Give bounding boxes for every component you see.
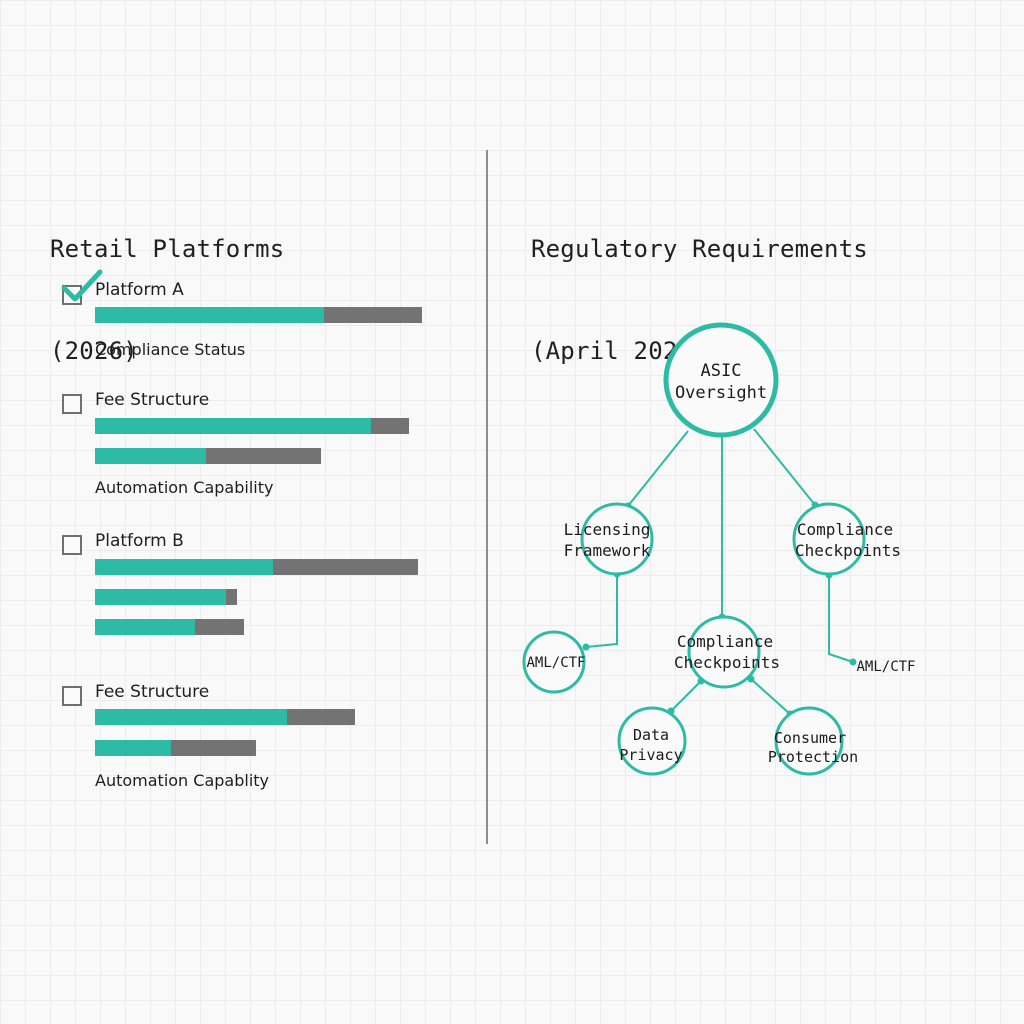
checkbox-fee-structure-1[interactable]	[62, 394, 82, 414]
node-labels: ASIC Oversight Licensing Framework Compl…	[526, 361, 915, 766]
bar-fill	[95, 619, 195, 635]
label-aml-right: AML/CTF	[856, 659, 915, 675]
bar-fill	[95, 418, 372, 434]
bar-fill	[95, 448, 206, 464]
item-label-platform-b: Platform B	[95, 531, 184, 551]
checkbox-platform-b[interactable]	[62, 535, 82, 555]
panel-divider	[486, 150, 488, 844]
label-data-privacy-1: Data	[633, 726, 669, 744]
diagram-nodes	[522, 322, 866, 776]
bar-fill	[95, 709, 288, 725]
label-consumer-2: Protection	[768, 748, 858, 766]
label-licensing-1: Licensing	[564, 520, 651, 539]
node-asic-oversight[interactable]	[663, 322, 779, 438]
checkbox-fee-structure-2[interactable]	[62, 686, 82, 706]
connector-compliance-data-privacy	[670, 680, 702, 712]
connector-compliance-top-aml-right	[828, 575, 854, 663]
node-compliance-checkpoints-top[interactable]	[792, 502, 866, 576]
bar-fee-structure-2-1	[95, 709, 355, 725]
bar-fill	[95, 559, 273, 575]
connector-licensing-aml-left	[585, 574, 618, 648]
dot	[582, 643, 590, 651]
checkmark-icon	[61, 269, 103, 302]
right-title-line-1: Regulatory Requirements	[531, 235, 868, 263]
bar-fill	[95, 740, 171, 756]
left-title-line-1: Retail Platforms	[50, 235, 285, 263]
label-licensing-2: Framework	[564, 541, 651, 560]
label-compliance-mid-2: Checkpoints	[674, 653, 780, 672]
item-label-fee-structure-1: Fee Structure	[95, 390, 210, 410]
caption-compliance-status: Compliance Status	[95, 340, 246, 359]
node-compliance-checkpoints-mid[interactable]	[687, 615, 761, 689]
connector-root-licensing	[627, 430, 689, 507]
caption-automation-capability-1: Automation Capability	[95, 478, 274, 497]
bar-platform-b-3	[95, 619, 244, 635]
label-root-2: Oversight	[675, 383, 767, 403]
label-compliance-mid-1: Compliance	[677, 632, 773, 651]
label-data-privacy-2: Privacy	[619, 746, 682, 764]
connector-compliance-consumer	[750, 678, 791, 715]
connector-root-compliance-top	[753, 428, 816, 506]
label-aml-left: AML/CTF	[526, 655, 585, 671]
label-compliance-top-2: Checkpoints	[795, 541, 901, 560]
bar-fee-structure-2-2	[95, 740, 256, 756]
label-root-1: ASIC	[701, 361, 742, 381]
label-compliance-top-1: Compliance	[797, 520, 893, 539]
caption-automation-capability-2: Automation Capablity	[95, 771, 269, 790]
bar-platform-b-2	[95, 589, 237, 605]
node-licensing-framework[interactable]	[580, 502, 654, 576]
dot	[849, 658, 857, 666]
item-label-fee-structure-2: Fee Structure	[95, 682, 210, 702]
item-label-platform-a: Platform A	[95, 280, 184, 300]
node-aml-ctf-left[interactable]	[522, 630, 586, 694]
bar-platform-a-1	[95, 307, 422, 323]
left-title-line-2: (2026)	[50, 337, 138, 365]
bar-fee-structure-1-1	[95, 418, 409, 434]
node-consumer-protection[interactable]	[774, 706, 844, 776]
bar-platform-b-1	[95, 559, 418, 575]
left-panel-title: Retail Platforms (2026)	[50, 164, 284, 402]
label-consumer-1: Consumer	[774, 729, 846, 747]
node-data-privacy[interactable]	[617, 706, 687, 776]
diagram-connectors	[585, 428, 854, 715]
bar-fill	[95, 589, 226, 605]
bar-fill	[95, 307, 324, 323]
bar-fee-structure-1-2	[95, 448, 321, 464]
